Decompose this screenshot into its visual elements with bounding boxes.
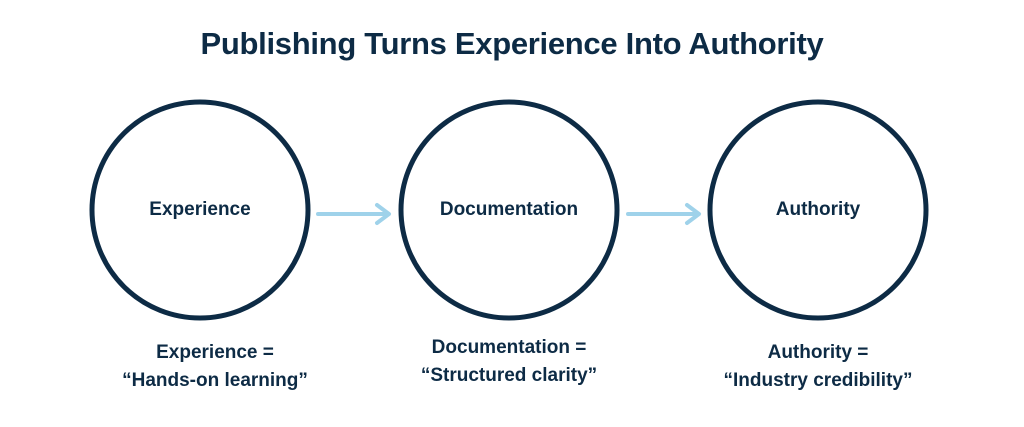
caption-experience: Experience = “Hands-on learning” [85, 339, 345, 395]
caption-line-1: Authority = [767, 342, 869, 363]
arrow-right-icon [626, 203, 701, 225]
caption-authority: Authority = “Industry credibility” [688, 339, 948, 395]
node-circle-documentation [398, 99, 620, 321]
caption-line-1: Documentation = [431, 337, 587, 358]
caption-line-2: “Structured clarity” [420, 365, 598, 386]
node-label-experience: Experience [149, 199, 251, 220]
arrow-right-icon [316, 203, 391, 225]
caption-documentation: Documentation = “Structured clarity” [379, 334, 639, 390]
node-circle-experience [89, 99, 311, 321]
caption-line-2: “Industry credibility” [723, 370, 913, 391]
node-label-documentation: Documentation [439, 199, 579, 220]
node-label-authority: Authority [775, 199, 861, 220]
caption-line-2: “Hands-on learning” [122, 370, 308, 391]
caption-line-1: Experience = [156, 342, 274, 363]
node-circle-authority [707, 99, 929, 321]
diagram-title: Publishing Turns Experience Into Authori… [200, 26, 824, 61]
